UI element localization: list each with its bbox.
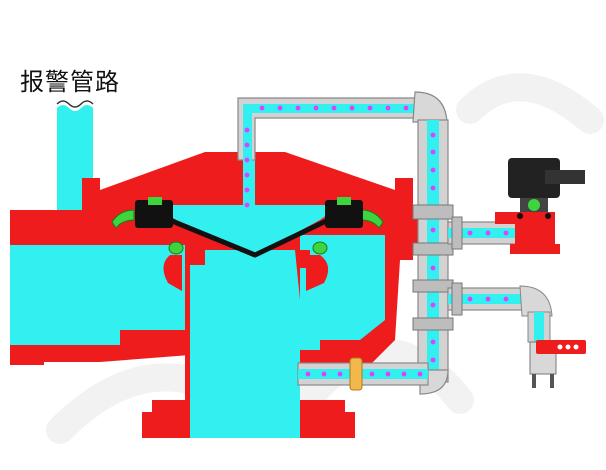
riser-chamber <box>190 250 320 438</box>
brass-union <box>349 357 363 391</box>
flow-dots <box>244 105 509 377</box>
solenoid-valve <box>495 158 585 254</box>
green-seals <box>111 209 384 255</box>
inlet-chamber <box>10 245 185 345</box>
water-chambers <box>10 155 385 438</box>
inner-walls <box>163 245 329 438</box>
diaphragm <box>149 209 347 258</box>
control-chamber <box>150 205 340 255</box>
alarm-pipe-label: 报警管路 <box>20 68 120 96</box>
pressure-switch <box>529 340 586 388</box>
